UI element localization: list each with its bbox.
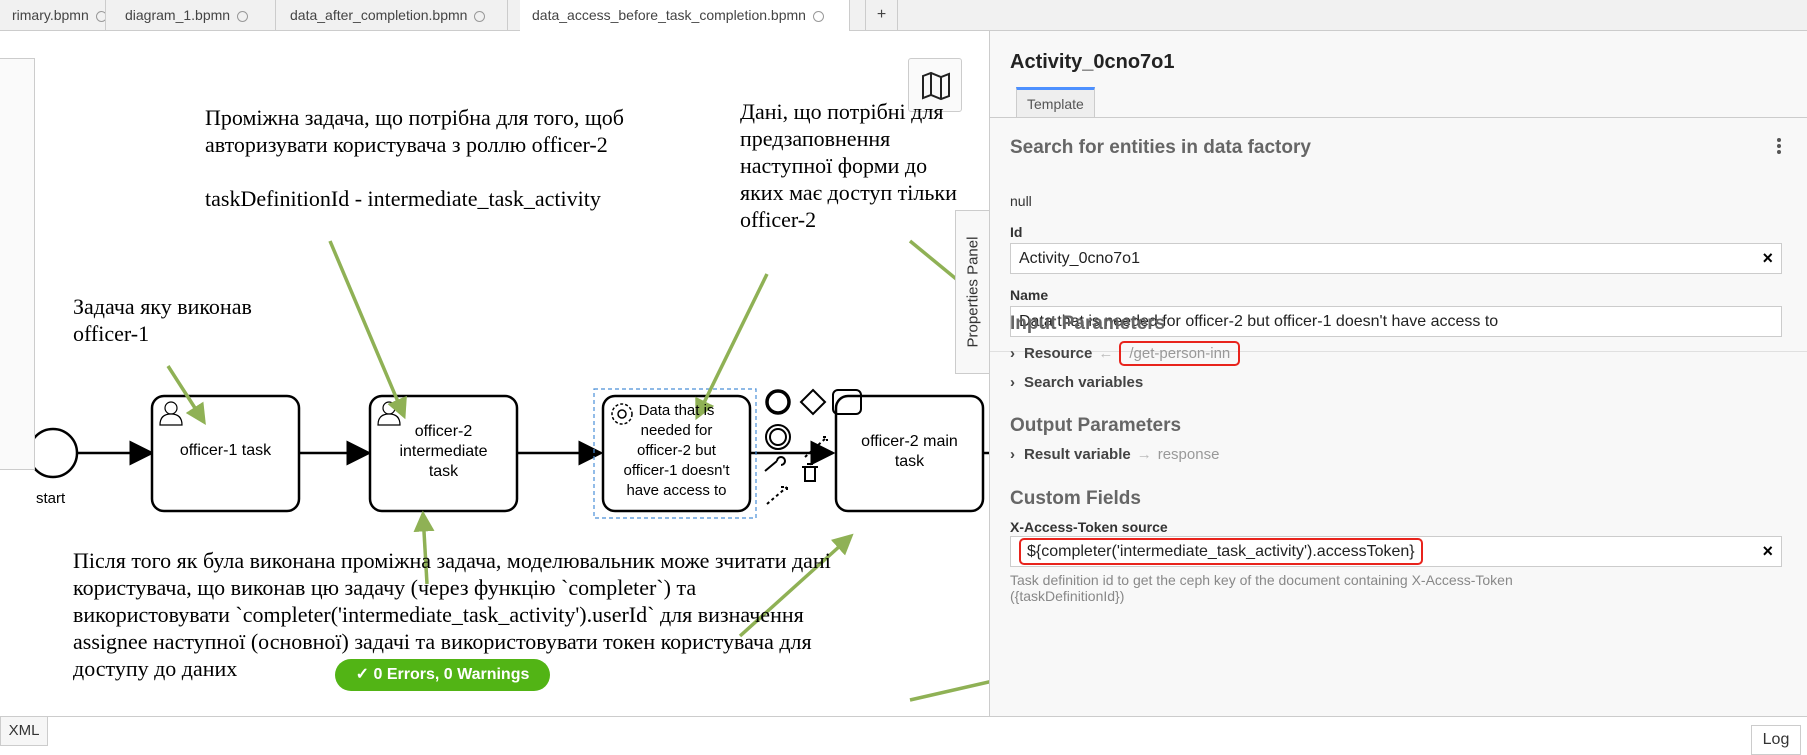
unsaved-indicator-icon: [474, 10, 486, 22]
task-label-officer-1: officer-1 task: [179, 442, 272, 459]
id-field[interactable]: Activity_0cno7o1×: [1010, 243, 1782, 274]
task-officer-2-intermediate[interactable]: [368, 394, 519, 513]
tab-diagram-1[interactable]: diagram_1.bpmn: [113, 0, 276, 30]
element-title: Activity_0cno7o1: [1010, 51, 1175, 73]
chevron-right-icon: ›: [1010, 446, 1015, 463]
tool-palette[interactable]: [0, 58, 35, 470]
result-variable-row[interactable]: ›Result variable→response: [1010, 446, 1220, 463]
search-variables-row[interactable]: ›Search variables: [1010, 374, 1144, 391]
diagram-canvas[interactable]: [0, 31, 990, 716]
start-event-label: start: [36, 490, 66, 507]
task-label-data: Data that is needed for officer-2 but of…: [623, 402, 730, 499]
arrow-right-icon: →: [1136, 446, 1152, 463]
minimap-toggle[interactable]: [908, 58, 962, 112]
clear-icon[interactable]: ×: [1762, 248, 1773, 268]
unsaved-indicator-icon: [95, 10, 105, 22]
unsaved-indicator-icon: [237, 10, 249, 22]
append-task-icon: [832, 389, 862, 415]
trash-icon: [802, 463, 818, 482]
annotation-completer: Після того як була виконана проміжна зад…: [73, 548, 831, 681]
append-intermediate-event-icon: [765, 424, 791, 450]
task-data-service[interactable]: [601, 394, 752, 513]
annotation-officer-1: Задача яку виконав officer-1: [73, 294, 252, 346]
output-parameters-title[interactable]: Output Parameters: [1010, 415, 1182, 436]
annotation-intermediate: Проміжна задача, що потрібна для того, щ…: [205, 105, 624, 211]
log-button[interactable]: Log: [1751, 725, 1801, 755]
id-label: Id: [1010, 224, 1023, 240]
properties-panel: Activity_0cno7o1 Template Search for ent…: [989, 31, 1807, 716]
template-name: Search for entities in data factory: [1010, 137, 1311, 158]
new-tab-button[interactable]: +: [865, 0, 898, 30]
diagram-svg: [0, 110, 990, 702]
arrow-left-icon: ←: [1098, 345, 1114, 362]
start-event[interactable]: [27, 427, 79, 479]
template-description: null: [1010, 193, 1032, 209]
tab-bar: rimary.bpmn diagram_1.bpmn data_after_co…: [0, 0, 1807, 31]
name-label: Name: [1010, 287, 1049, 303]
task-label-officer-2-main: officer-2 main task: [861, 433, 958, 470]
name-field[interactable]: Data that is needed for officer-2 but of…: [1010, 306, 1782, 337]
more-options-icon[interactable]: [1777, 136, 1781, 156]
user-icon: [159, 401, 183, 426]
wrench-icon: [764, 456, 786, 472]
token-source-label: X-Access-Token source: [1010, 519, 1168, 535]
custom-fields-title[interactable]: Custom Fields: [1010, 488, 1141, 509]
tab-data-access-before[interactable]: data_access_before_task_completion.bpmn: [520, 0, 850, 31]
xml-tab-button[interactable]: XML: [0, 717, 48, 746]
annotation-arrows: [166, 239, 990, 702]
append-gateway-icon: [799, 388, 827, 416]
gear-icon: [611, 403, 633, 425]
status-bar: XML Log: [0, 716, 1807, 755]
properties-panel-toggle[interactable]: Properties Panel: [955, 210, 989, 374]
connect-icon: [804, 436, 828, 458]
tab-primary[interactable]: rimary.bpmn: [0, 0, 106, 30]
task-officer-2-main[interactable]: [834, 394, 985, 513]
task-label-officer-2-intermediate: officer-2 intermediate task: [399, 423, 488, 480]
context-pad[interactable]: [764, 388, 862, 505]
clear-icon[interactable]: ×: [1762, 541, 1773, 561]
selection-outline: [593, 388, 757, 519]
tab-template[interactable]: Template: [1016, 87, 1095, 118]
annotation-data: Дані, що потрібні для предзаповнення нас…: [740, 99, 957, 232]
unsaved-indicator-icon: [812, 10, 824, 22]
lint-status-badge[interactable]: ✓ 0 Errors, 0 Warnings: [335, 659, 550, 691]
token-source-field[interactable]: ${completer('intermediate_task_activity'…: [1010, 536, 1782, 567]
append-end-event-icon: [765, 389, 791, 415]
connect-arrow-icon: [766, 486, 788, 505]
tab-data-after-completion[interactable]: data_after_completion.bpmn: [278, 0, 508, 30]
resource-row[interactable]: ›Resource←/get-person-inn: [1010, 341, 1241, 366]
input-parameters-title[interactable]: Input Parameters: [1010, 313, 1166, 334]
chevron-right-icon: ›: [1010, 374, 1015, 391]
chevron-right-icon: ›: [1010, 345, 1015, 362]
divider: [990, 351, 1807, 352]
map-icon: [922, 71, 950, 101]
token-source-hint: Task definition id to get the ceph key o…: [1010, 572, 1513, 604]
divider: [990, 117, 1807, 118]
